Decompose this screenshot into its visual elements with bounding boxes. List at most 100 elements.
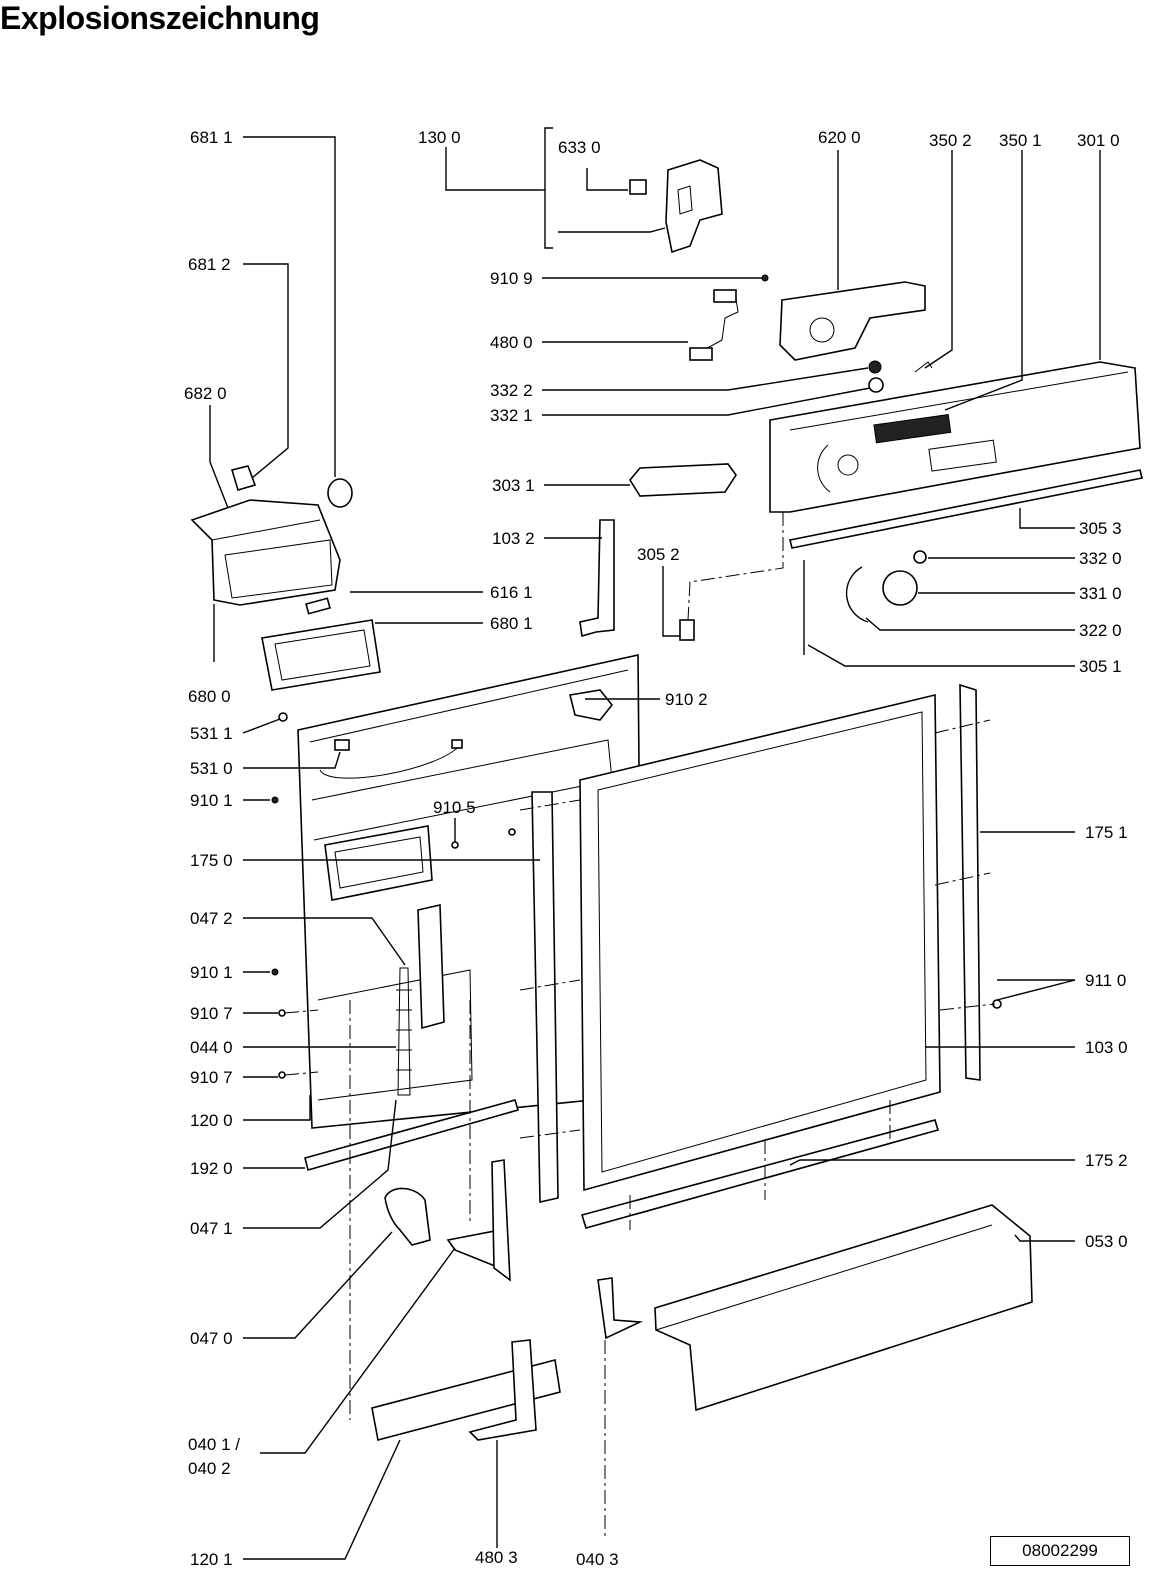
hinge-0471 <box>384 1187 431 1246</box>
label-4800: 480 0 <box>490 333 533 352</box>
centerlines <box>284 512 996 1540</box>
label-1751: 175 1 <box>1085 823 1128 842</box>
label-3051: 305 1 <box>1079 657 1122 676</box>
label-1752: 175 2 <box>1085 1151 1128 1170</box>
label-6800: 680 0 <box>188 687 231 706</box>
label-9107-bottom: 910 7 <box>190 1068 233 1087</box>
label-9102: 910 2 <box>665 690 708 709</box>
label-6200: 620 0 <box>818 128 861 147</box>
label-3321: 332 1 <box>490 406 533 425</box>
reference-number-box: 08002299 <box>990 1536 1130 1566</box>
strip-1750 <box>531 791 559 1203</box>
screw-9105 <box>451 841 459 849</box>
part-6161 <box>305 597 331 615</box>
screw-9107a <box>278 1009 286 1017</box>
label-1920: 192 0 <box>190 1159 233 1178</box>
strip-1920 <box>304 1099 519 1171</box>
label-3052: 305 2 <box>637 545 680 564</box>
inner-window <box>324 825 433 901</box>
label-1032: 103 2 <box>492 529 535 548</box>
label-3031: 303 1 <box>492 476 535 495</box>
label-3310: 331 0 <box>1079 584 1122 603</box>
parts <box>190 159 1143 1441</box>
label-3501: 350 1 <box>999 131 1042 150</box>
control-panel-part <box>769 361 1141 513</box>
knob-3322 <box>868 360 882 374</box>
label-3053: 305 3 <box>1079 519 1122 538</box>
lever-6812 <box>230 465 257 491</box>
screw-9101a <box>271 796 279 804</box>
kickplate-0530 <box>654 1204 1033 1412</box>
label-6812: 681 2 <box>188 255 231 274</box>
bracket-0401 <box>491 1159 511 1282</box>
label-0401: 040 1 / <box>188 1435 240 1454</box>
knob-3321 <box>868 377 884 393</box>
bolt-3052 <box>679 619 695 641</box>
page-title: Explosionszeichnung <box>0 0 320 36</box>
strip-1752 <box>580 1119 940 1229</box>
label-9105: 910 5 <box>433 798 476 817</box>
label-6801: 680 1 <box>490 614 533 633</box>
bracket-1032 <box>579 519 615 638</box>
label-0471: 047 1 <box>190 1219 233 1238</box>
label-6820: 682 0 <box>184 384 227 403</box>
label-9101-top: 910 1 <box>190 791 233 810</box>
knob-3310 <box>882 570 918 606</box>
spring-part <box>914 361 933 373</box>
label-1030: 103 0 <box>1085 1038 1128 1057</box>
label-9109: 910 9 <box>490 269 533 288</box>
label-0530: 053 0 <box>1085 1232 1128 1251</box>
label-1300: 130 0 <box>418 128 461 147</box>
screw-9105b <box>508 828 516 836</box>
label-1750: 175 0 <box>190 851 233 870</box>
rail-1201 <box>371 1359 561 1441</box>
label-3220: 322 0 <box>1079 621 1122 640</box>
screw-9107b <box>278 1071 286 1079</box>
label-9101-bottom: 910 1 <box>190 963 233 982</box>
part-labels: 681 1 130 0 633 0 620 0 350 2 350 1 301 … <box>184 128 1128 1569</box>
bracket-9102 <box>569 689 614 721</box>
seal-6811 <box>327 478 353 508</box>
screw-9101b <box>271 968 279 976</box>
bar-3053 <box>789 469 1143 549</box>
label-3502: 350 2 <box>929 131 972 150</box>
label-5311: 531 1 <box>190 724 233 743</box>
label-9107-top: 910 7 <box>190 1004 233 1023</box>
handle-part <box>629 463 737 497</box>
screw-9109 <box>761 274 769 282</box>
hook-4803 <box>468 1339 537 1441</box>
ring-3220 <box>845 566 869 623</box>
dispenser-part <box>190 499 341 606</box>
label-0440: 044 0 <box>190 1038 233 1057</box>
label-3320: 332 0 <box>1079 549 1122 568</box>
control-board-part <box>779 281 926 361</box>
strip-1751 <box>959 683 981 1081</box>
label-0472: 047 2 <box>190 909 233 928</box>
label-1201: 120 1 <box>190 1550 233 1569</box>
label-0402: 040 2 <box>188 1459 231 1478</box>
switch-part <box>629 179 647 195</box>
label-5310: 531 0 <box>190 759 233 778</box>
label-6330: 633 0 <box>558 138 601 157</box>
label-6161: 616 1 <box>490 583 533 602</box>
label-4803: 480 3 <box>475 1548 518 1567</box>
label-0470: 047 0 <box>190 1329 233 1348</box>
spring-0440 <box>397 967 411 1096</box>
connector-5310 <box>334 739 350 751</box>
gasket-6801 <box>261 619 381 691</box>
label-1200: 120 0 <box>190 1111 233 1130</box>
bracket-0403 <box>597 1277 644 1340</box>
label-3322: 332 2 <box>490 381 533 400</box>
label-6811: 681 1 <box>190 128 233 147</box>
screw-5311 <box>278 712 288 722</box>
label-3010: 301 0 <box>1077 131 1120 150</box>
label-0403: 040 3 <box>576 1550 619 1569</box>
rail-part <box>417 904 445 1030</box>
outer-door-1030 <box>579 693 941 1192</box>
door-lock-part <box>665 159 723 254</box>
label-9110: 911 0 <box>1085 971 1126 990</box>
knob-3320 <box>913 550 927 564</box>
leader-lines <box>209 127 1101 1560</box>
cable-5310 <box>319 744 461 779</box>
